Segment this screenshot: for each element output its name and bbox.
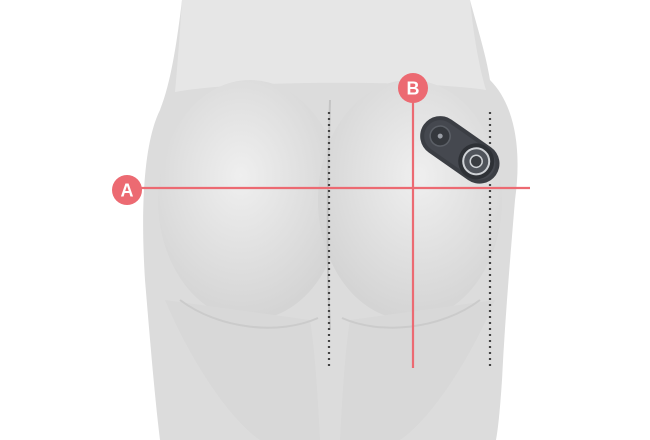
gluteal-fold-right (341, 299, 481, 329)
device (420, 116, 500, 184)
right-buttock (318, 80, 502, 320)
left-leg (165, 300, 320, 440)
gluteal-cleft (326, 99, 331, 331)
left-buttock (158, 80, 342, 320)
marker-b: B (398, 73, 428, 103)
right-leg (340, 300, 495, 440)
back-shading (175, 0, 486, 92)
marker-a-label: A (121, 181, 134, 201)
gluteal-fold-left (179, 299, 319, 329)
marker-a: A (112, 175, 142, 205)
marker-b-label: B (407, 79, 420, 99)
